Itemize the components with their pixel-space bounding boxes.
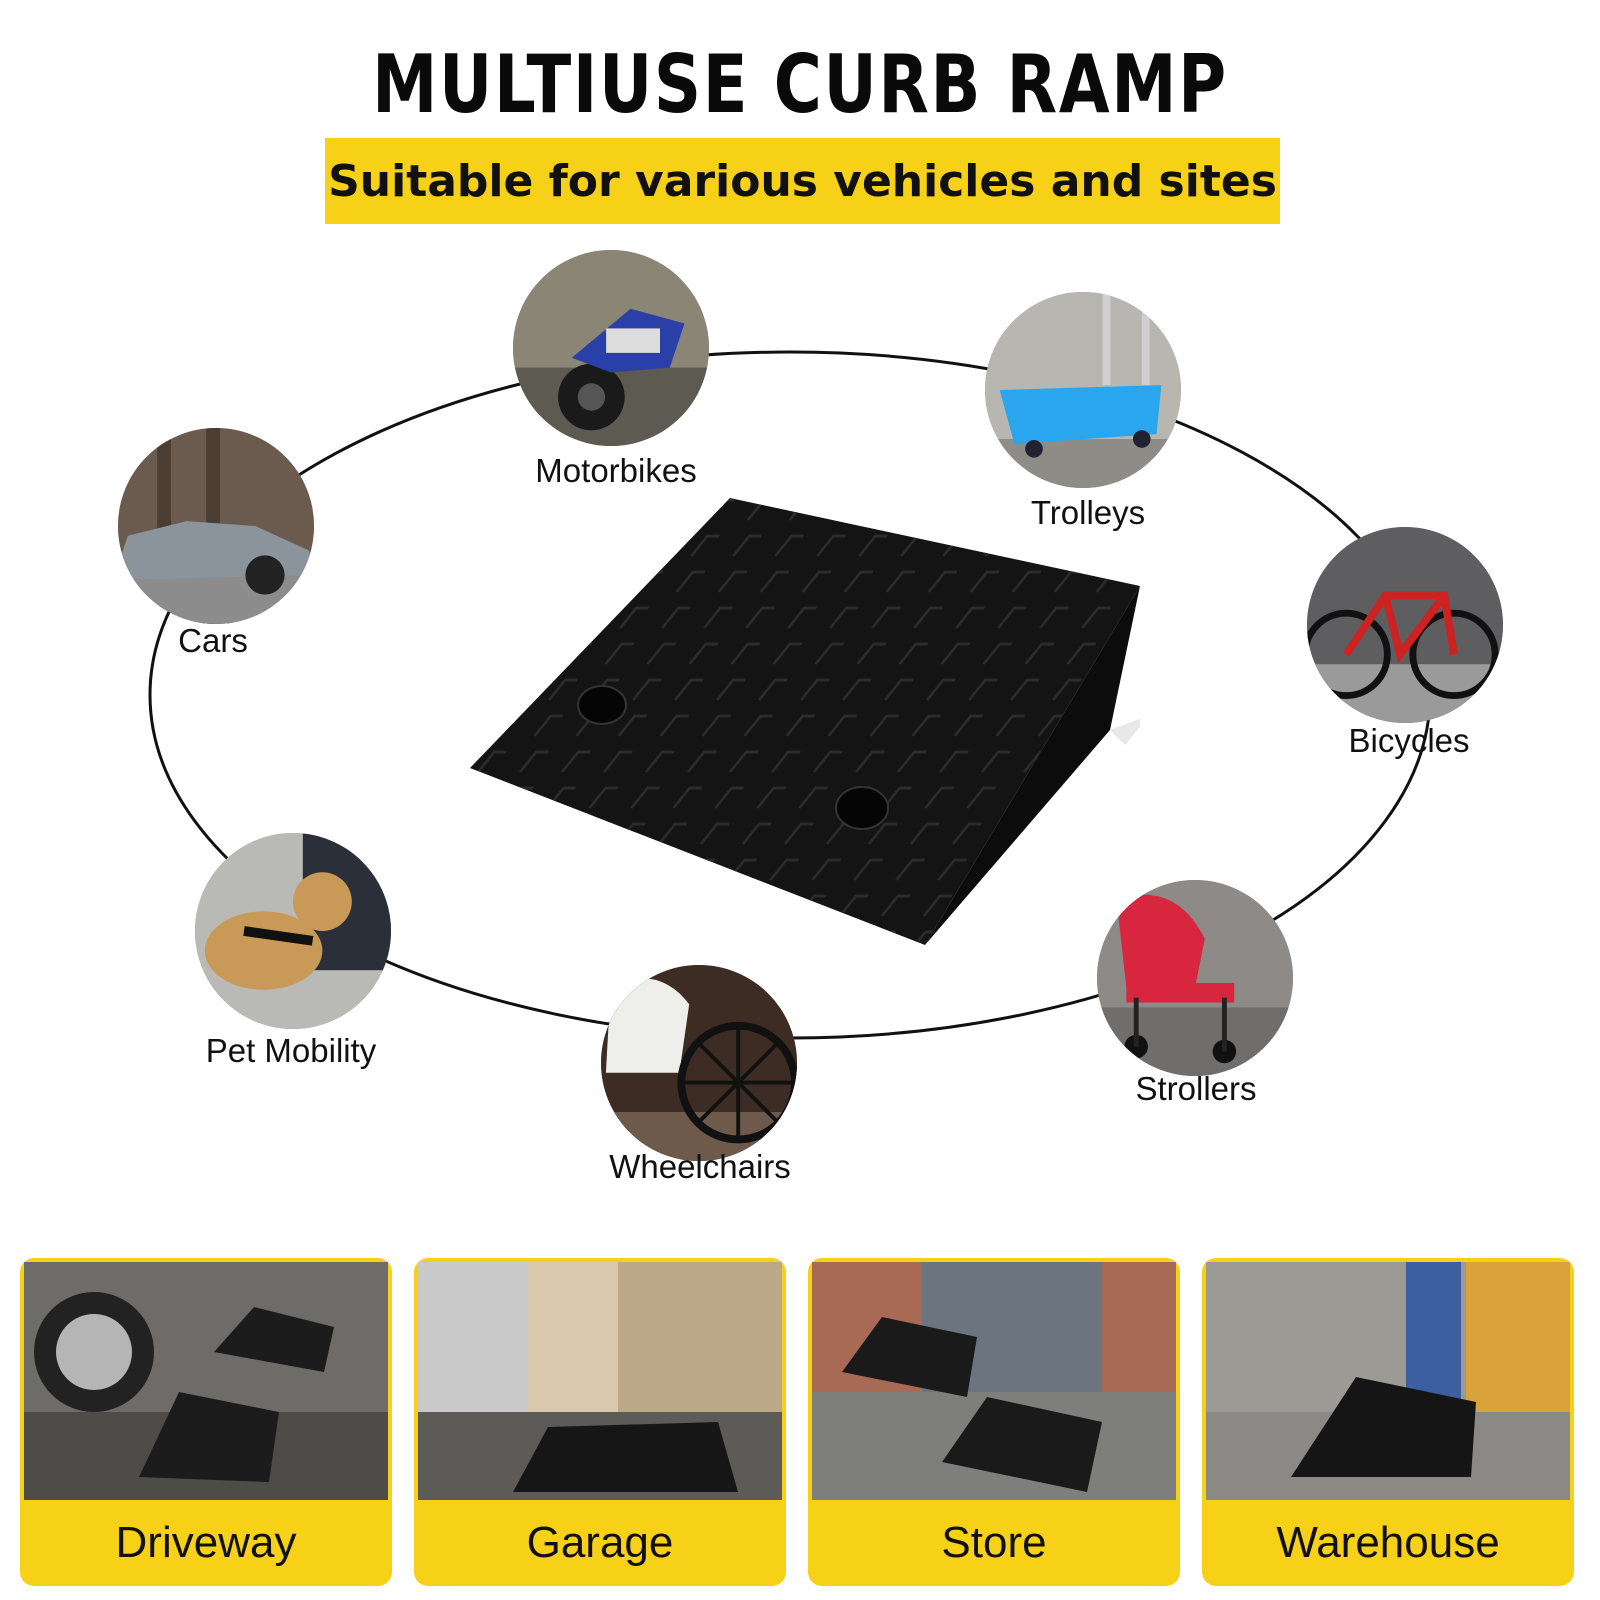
trolley-photo bbox=[985, 292, 1181, 488]
use-label-strollers: Strollers bbox=[1135, 1070, 1257, 1107]
site-label-driveway: Driveway bbox=[115, 1518, 297, 1567]
site-card-driveway: Driveway bbox=[20, 1258, 392, 1586]
site-card-store: Store bbox=[808, 1258, 1180, 1586]
stroller-photo bbox=[1097, 880, 1293, 1076]
car-photo bbox=[118, 428, 314, 624]
garage-photo bbox=[418, 1262, 782, 1500]
store-photo bbox=[812, 1262, 1176, 1500]
dog-photo bbox=[195, 833, 391, 1029]
site-card-garage: Garage bbox=[414, 1258, 786, 1586]
site-label-warehouse: Warehouse bbox=[1276, 1518, 1500, 1567]
site-card-warehouse: Warehouse bbox=[1202, 1258, 1574, 1586]
site-label-store: Store bbox=[941, 1518, 1047, 1567]
use-label-trolleys: Trolleys bbox=[1030, 494, 1146, 531]
motorbike-photo bbox=[513, 250, 709, 446]
wheelchair-photo bbox=[601, 965, 797, 1161]
use-label-wheelchairs: Wheelchairs bbox=[609, 1148, 791, 1185]
curb-ramp-product-image bbox=[470, 498, 1140, 945]
subtitle-banner: Suitable for various vehicles and sites bbox=[325, 138, 1280, 224]
use-label-pet-mobility: Pet Mobility bbox=[205, 1032, 377, 1069]
bicycle-photo bbox=[1307, 527, 1503, 723]
warehouse-photo bbox=[1206, 1262, 1570, 1500]
page-title: MULTIUSE CURB RAMP bbox=[372, 38, 1228, 131]
use-label-cars: Cars bbox=[178, 622, 248, 659]
driveway-photo bbox=[24, 1262, 388, 1500]
use-label-motorbikes: Motorbikes bbox=[535, 452, 697, 489]
site-label-garage: Garage bbox=[526, 1518, 674, 1567]
use-label-bicycles: Bicycles bbox=[1348, 722, 1470, 759]
